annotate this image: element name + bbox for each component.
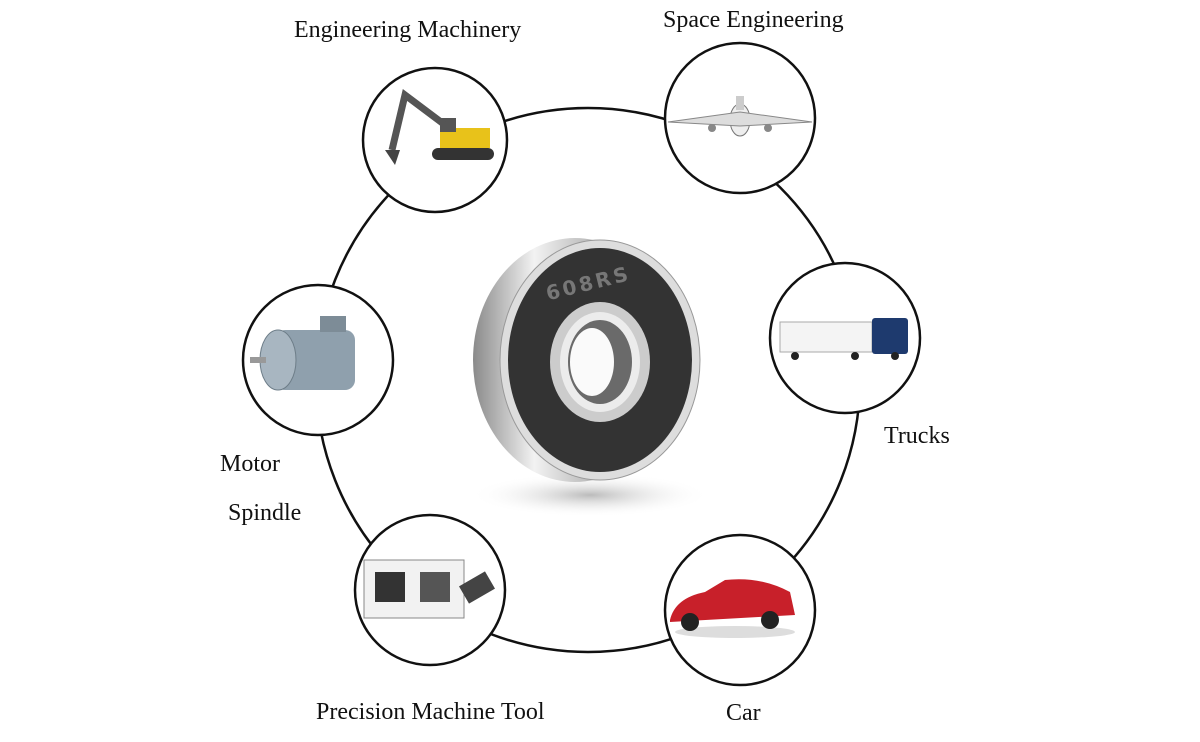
label-spindle: Spindle	[228, 500, 302, 526]
excavator-icon	[385, 88, 494, 165]
label-space-engineering: Space Engineering	[663, 7, 844, 33]
node-space-engineering	[663, 41, 817, 195]
node-precision-machine-tool	[353, 513, 507, 667]
node-motor	[241, 283, 395, 437]
airplane-icon	[667, 96, 813, 137]
label-precision-machine-tool: Precision Machine Tool	[316, 699, 545, 725]
truck-icon	[779, 318, 908, 360]
node-engineering-machinery	[361, 66, 509, 214]
bearing-image: 608RS	[470, 238, 710, 517]
label-car: Car	[726, 700, 761, 726]
motor-icon	[250, 316, 355, 391]
label-motor: Motor	[220, 451, 280, 477]
label-engineering-machinery: Engineering Machinery	[294, 17, 522, 43]
node-car	[663, 533, 817, 687]
label-trucks: Trucks	[884, 423, 950, 449]
car-icon	[670, 579, 795, 638]
node-trucks	[768, 261, 922, 415]
cnc-machine-icon	[363, 559, 495, 619]
